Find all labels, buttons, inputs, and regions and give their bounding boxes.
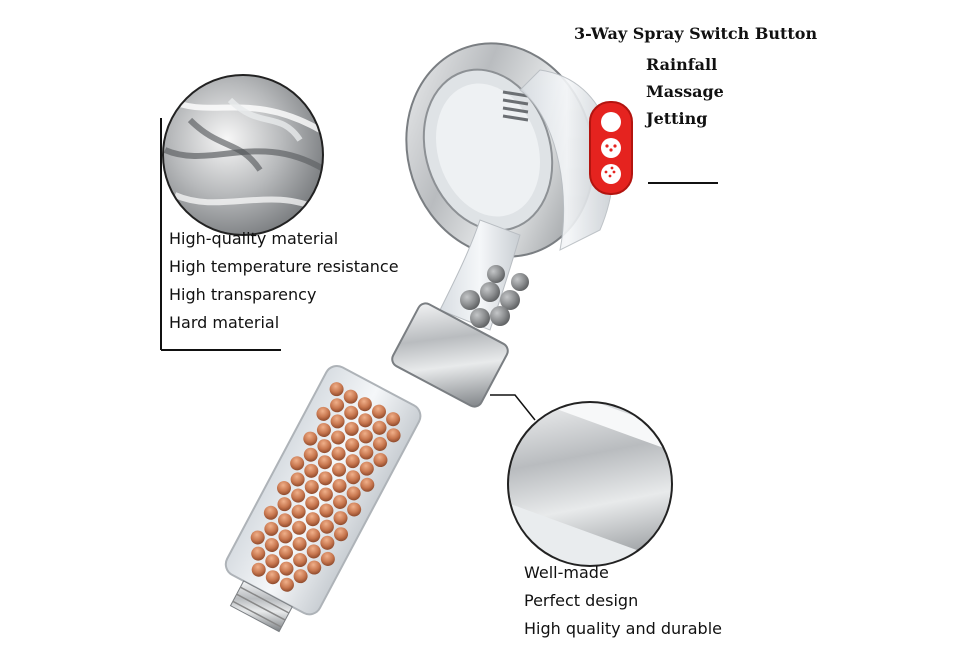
build-feature: Perfect design (524, 591, 639, 610)
filter-handle (224, 364, 422, 633)
spray-mode-massage: Massage (646, 82, 724, 101)
build-feature: High quality and durable (524, 619, 722, 638)
material-callout-bracket (160, 118, 281, 351)
material-detail-circle (162, 74, 324, 236)
material-feature: High temperature resistance (169, 257, 399, 276)
mineral-beads (250, 382, 401, 592)
build-callout-line (490, 394, 536, 421)
stone-beads (460, 265, 529, 328)
material-feature: High-quality material (169, 229, 339, 248)
chrome-connector (391, 302, 509, 408)
build-feature: Well-made (524, 563, 609, 582)
shower-head (405, 42, 614, 258)
chrome-detail-circle (507, 401, 673, 567)
spray-switch-button (589, 101, 633, 195)
spray-mode-rainfall: Rainfall (646, 55, 718, 74)
material-feature: Hard material (169, 313, 280, 332)
material-feature: High transparency (169, 285, 317, 304)
spray-mode-jetting: Jetting (646, 109, 708, 128)
spray-switch-title: 3-Way Spray Switch Button (574, 24, 818, 43)
